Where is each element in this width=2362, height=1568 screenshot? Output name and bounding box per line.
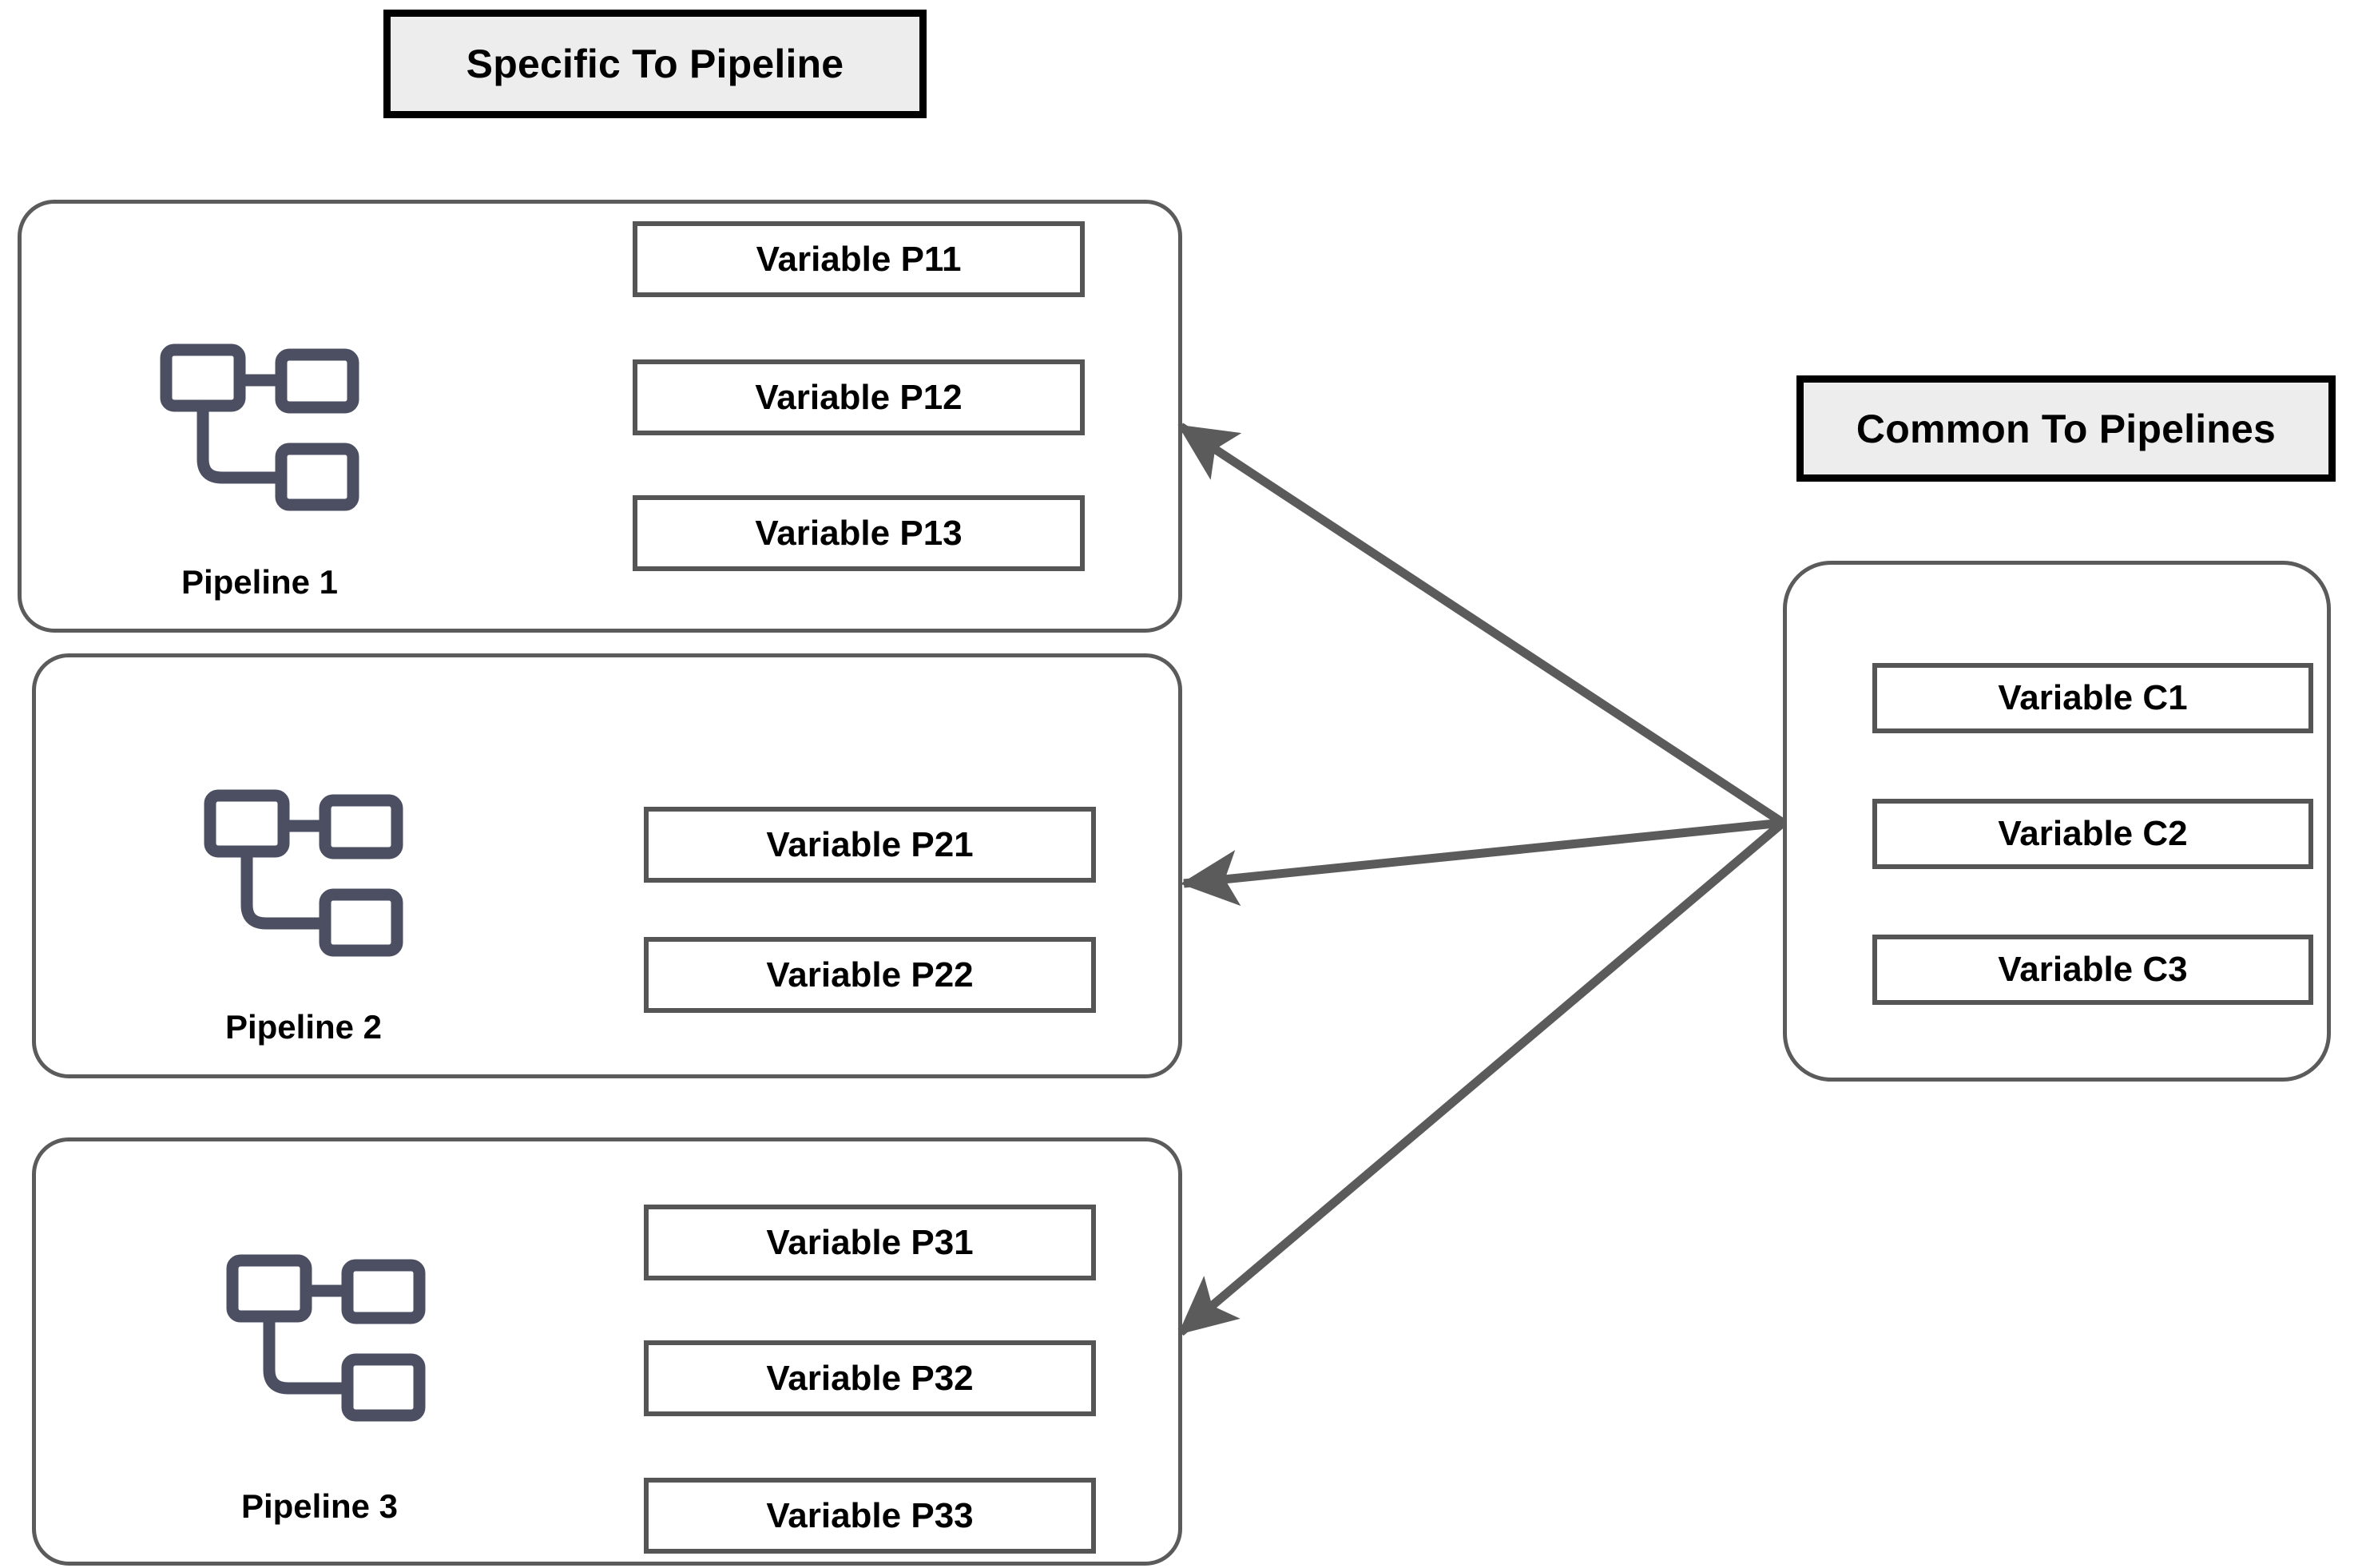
variable-label: Variable P33 — [766, 1495, 974, 1535]
variable-box: Variable P33 — [644, 1478, 1096, 1554]
variable-label: Variable P32 — [766, 1358, 974, 1398]
variable-box: Variable P12 — [633, 359, 1085, 435]
variable-box: Variable P11 — [633, 221, 1085, 297]
common-variable-box: Variable C2 — [1872, 799, 2313, 869]
variable-label: Variable P13 — [755, 513, 963, 553]
arrow-common-to-pipeline-3 — [1177, 819, 1786, 1336]
common-variable-box: Variable C1 — [1872, 663, 2313, 733]
variable-box: Variable P31 — [644, 1205, 1096, 1280]
variable-box: Variable P21 — [644, 807, 1096, 883]
pipeline-label-1: Pipeline 1 — [181, 563, 339, 601]
variable-label: Variable P31 — [766, 1222, 974, 1262]
arrow-common-to-pipeline-2 — [1180, 818, 1784, 907]
banner-common-to-pipelines: Common To Pipelines — [1796, 375, 2336, 482]
pipeline-label-3: Pipeline 3 — [240, 1487, 399, 1525]
variable-box: Variable P13 — [633, 495, 1085, 571]
pipeline-hierarchy-icon — [160, 343, 359, 511]
variable-label: Variable P11 — [756, 239, 962, 279]
variable-box: Variable P32 — [644, 1340, 1096, 1416]
variable-box: Variable P22 — [644, 937, 1096, 1013]
variable-label: Variable P22 — [766, 955, 974, 994]
banner-specific-to-pipeline: Specific To Pipeline — [383, 10, 927, 118]
arrow-common-to-pipeline-1 — [1177, 423, 1786, 827]
variable-label: Variable P21 — [766, 824, 974, 864]
variable-label: Variable P12 — [755, 377, 963, 417]
common-variable-label: Variable C1 — [1998, 678, 2188, 717]
common-variable-label: Variable C2 — [1998, 814, 2188, 853]
pipeline-hierarchy-icon — [226, 1254, 426, 1422]
pipeline-hierarchy-icon — [204, 789, 403, 957]
pipeline-label-2: Pipeline 2 — [224, 1008, 383, 1046]
common-variable-box: Variable C3 — [1872, 935, 2313, 1005]
banner-specific-label: Specific To Pipeline — [466, 42, 844, 86]
banner-common-label: Common To Pipelines — [1856, 406, 2277, 451]
common-variable-label: Variable C3 — [1998, 950, 2188, 989]
